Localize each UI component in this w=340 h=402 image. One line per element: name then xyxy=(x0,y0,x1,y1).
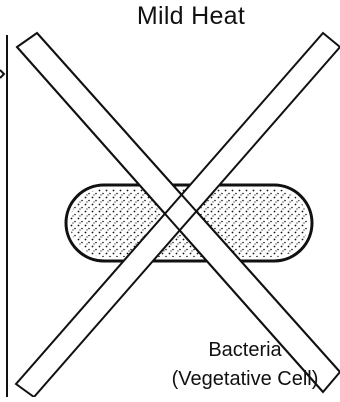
cell-caption-line1: Bacteria xyxy=(150,339,340,362)
diagram-title: Mild Heat xyxy=(106,2,276,31)
frame-hook-mark xyxy=(0,70,4,78)
cell-caption-line2: (Vegetative Cell) xyxy=(150,368,340,391)
